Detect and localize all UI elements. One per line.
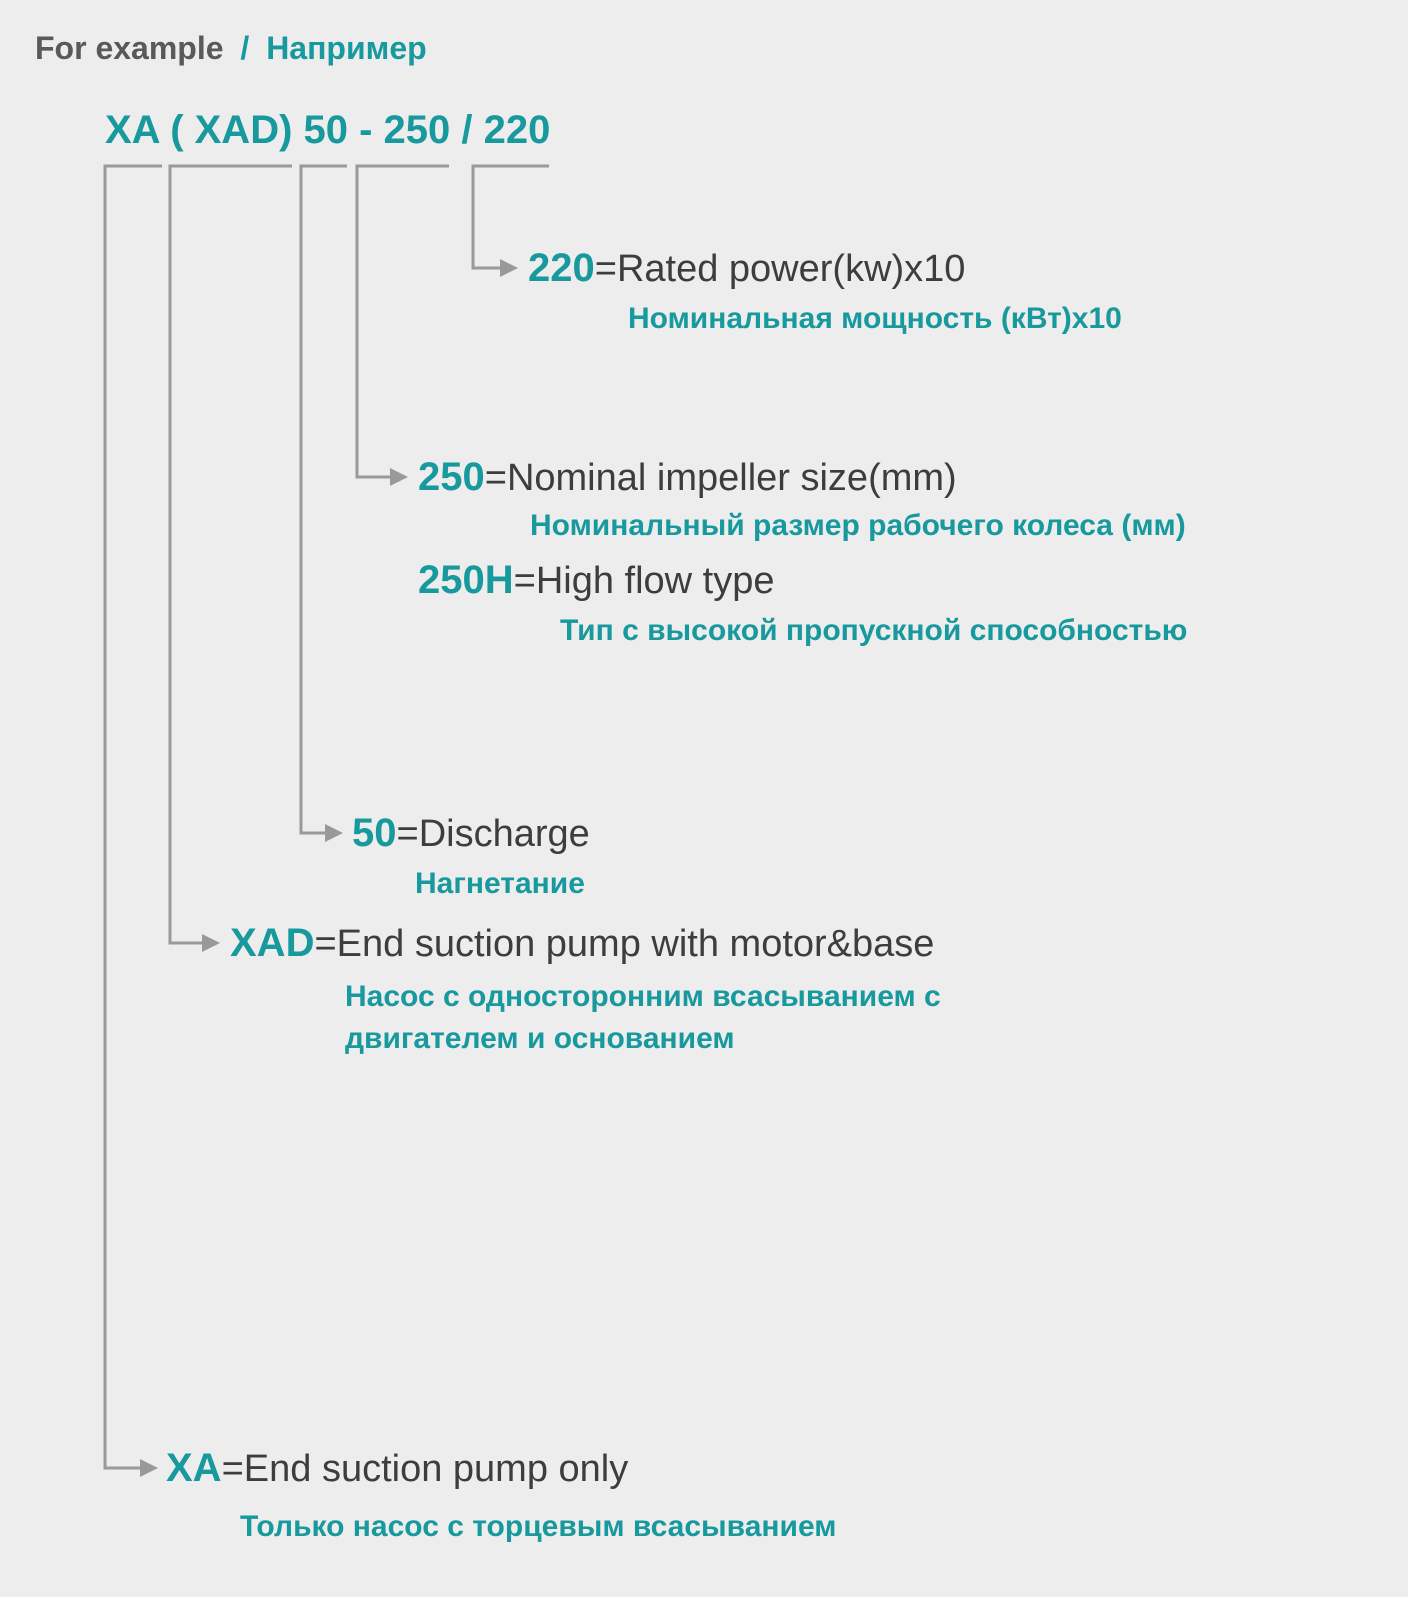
connector-xa xyxy=(103,164,162,1470)
equals-sign: = xyxy=(314,923,337,965)
equals-sign: = xyxy=(484,457,507,499)
equals-sign: = xyxy=(513,560,536,602)
entry-xa-label-ru: Только насос с торцевым всасыванием xyxy=(240,1510,837,1543)
entry-250-label-ru: Номинальный размер рабочего колеса (мм) xyxy=(530,509,1186,542)
equals-sign: = xyxy=(221,1448,244,1490)
entry-250-label-en: Nominal impeller size(mm) xyxy=(506,457,957,499)
entry-xad-label-ru: Насос с односторонним всасыванием с двиг… xyxy=(345,980,941,1055)
arrowhead-xad xyxy=(202,934,220,952)
entry-250: 250=Nominal impeller size(mm) xyxy=(418,453,957,510)
equals-sign: = xyxy=(396,813,419,855)
entry-250h-label-ru: Тип с высокой пропускной способностью xyxy=(560,614,1188,647)
arrowhead-220 xyxy=(500,259,518,277)
arrowhead-xa xyxy=(140,1459,158,1477)
entry-xad-label-en: End suction pump with motor&base xyxy=(336,923,935,965)
equals-sign: = xyxy=(594,248,617,290)
model-code: XA ( XAD) 50 - 250 / 220 xyxy=(105,108,551,152)
entry-220-label-en: Rated power(kw)x10 xyxy=(616,248,966,290)
entry-xa-label-en: End suction pump only xyxy=(243,1448,629,1490)
entry-xa: XA=End suction pump only xyxy=(166,1444,628,1501)
entry-220-label-ru: Номинальная мощность (кВт)х10 xyxy=(628,302,1122,335)
page-title-english: For example xyxy=(35,30,224,66)
arrowhead-250 xyxy=(390,468,408,486)
entry-xa-code: XA xyxy=(166,1446,222,1490)
entry-50-code: 50 xyxy=(352,811,397,855)
entry-250h: 250H=High flow type xyxy=(418,556,775,613)
page-title-russian: Например xyxy=(266,30,427,66)
connector-50 xyxy=(299,164,347,835)
page-title: For example / Например xyxy=(35,30,427,67)
entry-250h-code: 250H xyxy=(418,558,514,602)
entry-xad-code: XAD xyxy=(230,921,315,965)
arrowhead-50 xyxy=(325,824,343,842)
entry-220: 220=Rated power(kw)x10 xyxy=(528,244,965,301)
entry-50: 50=Discharge xyxy=(352,809,590,866)
entry-220-code: 220 xyxy=(528,246,595,290)
entry-250h-label-en: High flow type xyxy=(535,560,775,602)
entry-50-label-ru: Нагнетание xyxy=(415,867,585,900)
entry-50-label-en: Discharge xyxy=(418,813,590,855)
connector-xad xyxy=(168,164,292,945)
page-title-separator: / xyxy=(240,30,250,66)
entry-250-code: 250 xyxy=(418,455,485,499)
connector-250 xyxy=(355,164,449,479)
entry-xad: XAD=End suction pump with motor&base xyxy=(230,919,934,976)
